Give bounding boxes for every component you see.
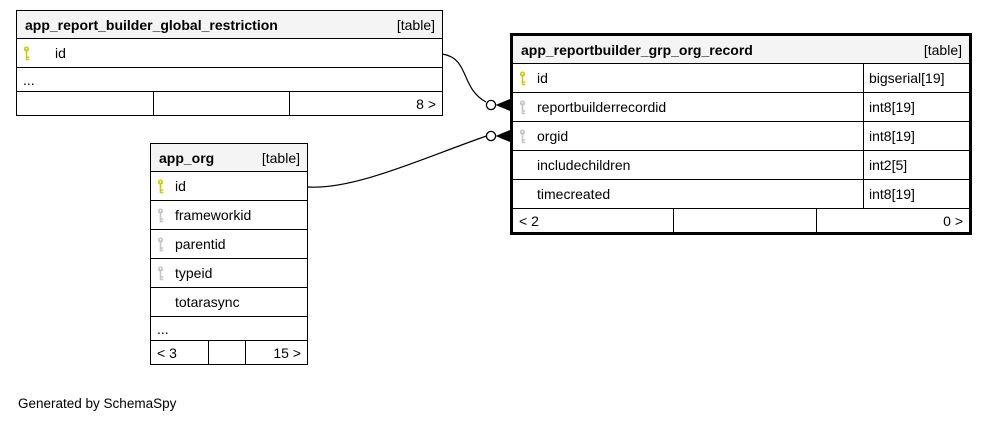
table-type-badge: [table] (261, 149, 300, 166)
foreign-key-icon (513, 128, 531, 145)
table-row: id bigserial[19] (513, 64, 969, 93)
table-row: id (151, 172, 307, 201)
column-name: id (55, 45, 66, 61)
table-row: parentid (151, 230, 307, 259)
table-row: totarasync (151, 288, 307, 317)
table-footer: < 3 15 > (151, 341, 307, 364)
column-name: frameworkid (175, 207, 252, 223)
footer-left: < 3 (157, 344, 177, 361)
table-row: typeid (151, 259, 307, 288)
primary-key-icon (151, 178, 169, 195)
table-app_report_builder_global_restriction[interactable]: app_report_builder_global_restriction [t… (16, 10, 443, 116)
column-type: int8[19] (863, 180, 969, 208)
table-row: frameworkid (151, 201, 307, 230)
column-type: int8[19] (863, 93, 969, 121)
fk-circle-icon (485, 130, 497, 142)
table-header[interactable]: app_report_builder_global_restriction [t… (17, 11, 442, 39)
column-type: int2[5] (863, 151, 969, 179)
foreign-key-icon (513, 99, 531, 116)
column-name: parentid (175, 236, 226, 252)
hidden-columns-ellipsis: ... (151, 317, 307, 341)
table-footer: < 2 0 > (513, 209, 969, 232)
table-header[interactable]: app_org [table] (151, 144, 307, 172)
table-row: orgid int8[19] (513, 122, 969, 151)
foreign-key-icon (151, 207, 169, 224)
fk-arrowhead-icon (495, 99, 510, 111)
primary-key-icon (513, 70, 531, 87)
primary-key-icon (17, 45, 35, 62)
footer-middle (208, 341, 245, 364)
table-app_reportbuilder_grp_org_record[interactable]: app_reportbuilder_grp_org_record [table]… (510, 33, 972, 235)
column-name: id (537, 70, 548, 86)
table-header[interactable]: app_reportbuilder_grp_org_record [table] (513, 36, 969, 64)
generator-credit: Generated by SchemaSpy (18, 396, 177, 411)
hidden-columns-ellipsis: ... (17, 68, 442, 92)
footer-middle (153, 92, 289, 115)
foreign-key-icon (151, 236, 169, 253)
table-footer: 8 > (17, 92, 442, 115)
fk-arrowhead-icon (495, 130, 510, 142)
column-name: typeid (175, 265, 213, 281)
footer-left: < 2 (519, 212, 539, 229)
table-title[interactable]: app_report_builder_global_restriction (25, 16, 278, 33)
column-name: orgid (537, 128, 569, 144)
column-name: timecreated (537, 186, 611, 202)
column-name: totarasync (175, 294, 240, 310)
column-type: int8[19] (863, 122, 969, 150)
footer-right: 15 > (245, 341, 307, 364)
table-row: timecreated int8[19] (513, 180, 969, 209)
foreign-key-icon (151, 265, 169, 282)
table-title[interactable]: app_org (159, 149, 215, 166)
table-type-badge: [table] (396, 16, 435, 33)
table-title[interactable]: app_reportbuilder_grp_org_record (521, 41, 753, 58)
table-app_org[interactable]: app_org [table] id frameworkid parentid (150, 143, 308, 365)
column-name: includechildren (537, 157, 631, 173)
footer-middle (673, 209, 816, 232)
column-name: id (175, 178, 186, 194)
column-name: reportbuilderrecordid (537, 99, 667, 115)
fk-line-org-to-orgid (307, 130, 510, 188)
table-row: id (17, 39, 442, 68)
table-type-badge: [table] (923, 41, 962, 58)
footer-left (17, 92, 153, 115)
footer-right: 0 > (816, 209, 969, 232)
table-row: includechildren int2[5] (513, 151, 969, 180)
column-type: bigserial[19] (863, 64, 969, 92)
fk-line-globalrestriction-to-reportbuilderrecordid (441, 53, 510, 111)
table-row: reportbuilderrecordid int8[19] (513, 93, 969, 122)
fk-circle-icon (485, 99, 497, 111)
footer-right: 8 > (289, 92, 442, 115)
